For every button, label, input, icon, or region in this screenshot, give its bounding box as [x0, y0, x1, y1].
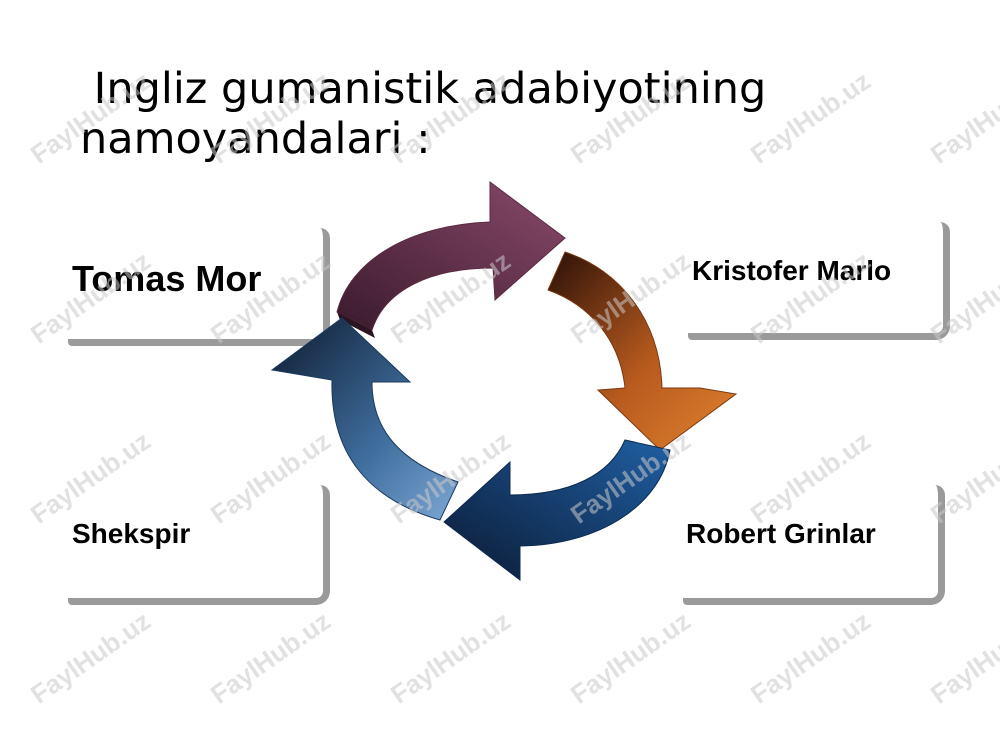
arrow-dark-blue [443, 439, 671, 582]
node-box-tomas-mor [68, 228, 330, 346]
node-label-tomas-mor: Tomas Mor [72, 258, 262, 299]
arrow-light-blue [270, 317, 459, 521]
arrow-orange [547, 251, 738, 451]
node-label-kristofer-marlo: Kristofer Marlo [692, 255, 892, 286]
node-label-robert-grinlar: Robert Grinlar [686, 518, 876, 549]
arrow-purple [336, 181, 566, 338]
node-box-robert-grinlar [683, 485, 945, 605]
node-label-shekspir: Shekspir [72, 518, 191, 549]
node-box-kristofer-marlo [688, 222, 950, 340]
slide-title: Ingliz gumanistik adabiyotining namoyand… [80, 64, 767, 164]
node-box-shekspir [68, 485, 330, 605]
